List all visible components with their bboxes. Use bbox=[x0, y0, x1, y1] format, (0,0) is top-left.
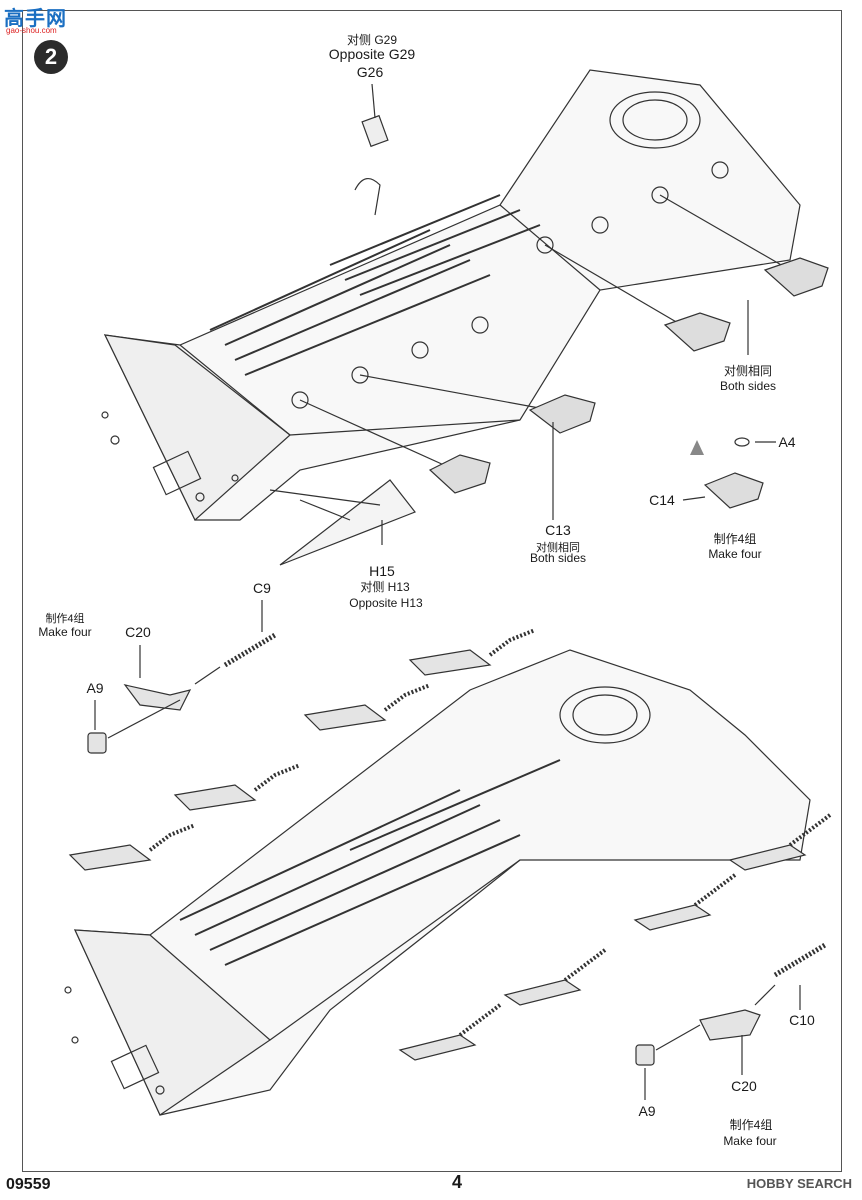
label-g29-en: Opposite G29 bbox=[328, 46, 416, 62]
label-g29-cn: 对侧 G29 bbox=[346, 33, 398, 47]
label-make-four-cn-left: 制作4组 bbox=[45, 613, 85, 625]
label-c13-sides-en: Both sides bbox=[529, 551, 587, 565]
instruction-frame bbox=[22, 10, 842, 1172]
h15-plate bbox=[269, 479, 416, 566]
logo-text: 高手网 bbox=[4, 8, 67, 30]
page-number: 4 bbox=[452, 1172, 463, 1192]
label-h13-cn: 对侧 H13 bbox=[360, 580, 410, 594]
label-both-sides-en-upper: Both sides bbox=[719, 379, 777, 393]
label-make-four-en-right: Make four bbox=[708, 547, 762, 561]
lower-suspension-arms bbox=[68, 628, 832, 1061]
label-a9-right: A9 bbox=[638, 1103, 656, 1119]
product-code: 09559 bbox=[6, 1176, 51, 1193]
left-subassembly bbox=[87, 600, 277, 754]
label-both-sides-cn-upper: 对侧相同 bbox=[723, 364, 772, 378]
label-a9-left: A9 bbox=[86, 680, 104, 696]
label-c20-left: C20 bbox=[125, 624, 151, 640]
label-h15: H15 bbox=[369, 563, 395, 579]
upper-suspension-parts bbox=[299, 194, 829, 509]
site-logo: 高手网 gao-shou.com bbox=[4, 2, 84, 36]
c14-leader bbox=[682, 496, 706, 501]
label-g26: G26 bbox=[356, 64, 384, 80]
g26-part bbox=[354, 83, 389, 216]
label-c20-right: C20 bbox=[731, 1078, 757, 1094]
upper-hull-drawing bbox=[101, 69, 801, 521]
label-make-four-en-bottom: Make four bbox=[723, 1134, 777, 1148]
label-a4: A4 bbox=[778, 434, 796, 450]
label-h13-en: Opposite H13 bbox=[349, 596, 423, 610]
label-make-four-cn-bottom: 制作4组 bbox=[729, 1118, 773, 1132]
label-c10: C10 bbox=[789, 1012, 815, 1028]
right-subassembly bbox=[635, 942, 827, 1100]
label-c9: C9 bbox=[253, 580, 271, 596]
watermark: HOBBY SEARCH bbox=[746, 1176, 852, 1191]
logo-url: gao-shou.com bbox=[6, 26, 57, 35]
label-make-four-cn-right: 制作4组 bbox=[713, 532, 757, 546]
label-make-four-en-left: Make four bbox=[38, 625, 92, 639]
label-c14: C14 bbox=[649, 492, 675, 508]
lower-hull-drawing bbox=[64, 649, 811, 1116]
direction-arrow-icon bbox=[690, 440, 704, 455]
label-c13: C13 bbox=[545, 522, 571, 538]
label-c13-sides-cn: 对侧相同 bbox=[536, 542, 580, 554]
step-number-badge: 2 bbox=[34, 40, 68, 74]
